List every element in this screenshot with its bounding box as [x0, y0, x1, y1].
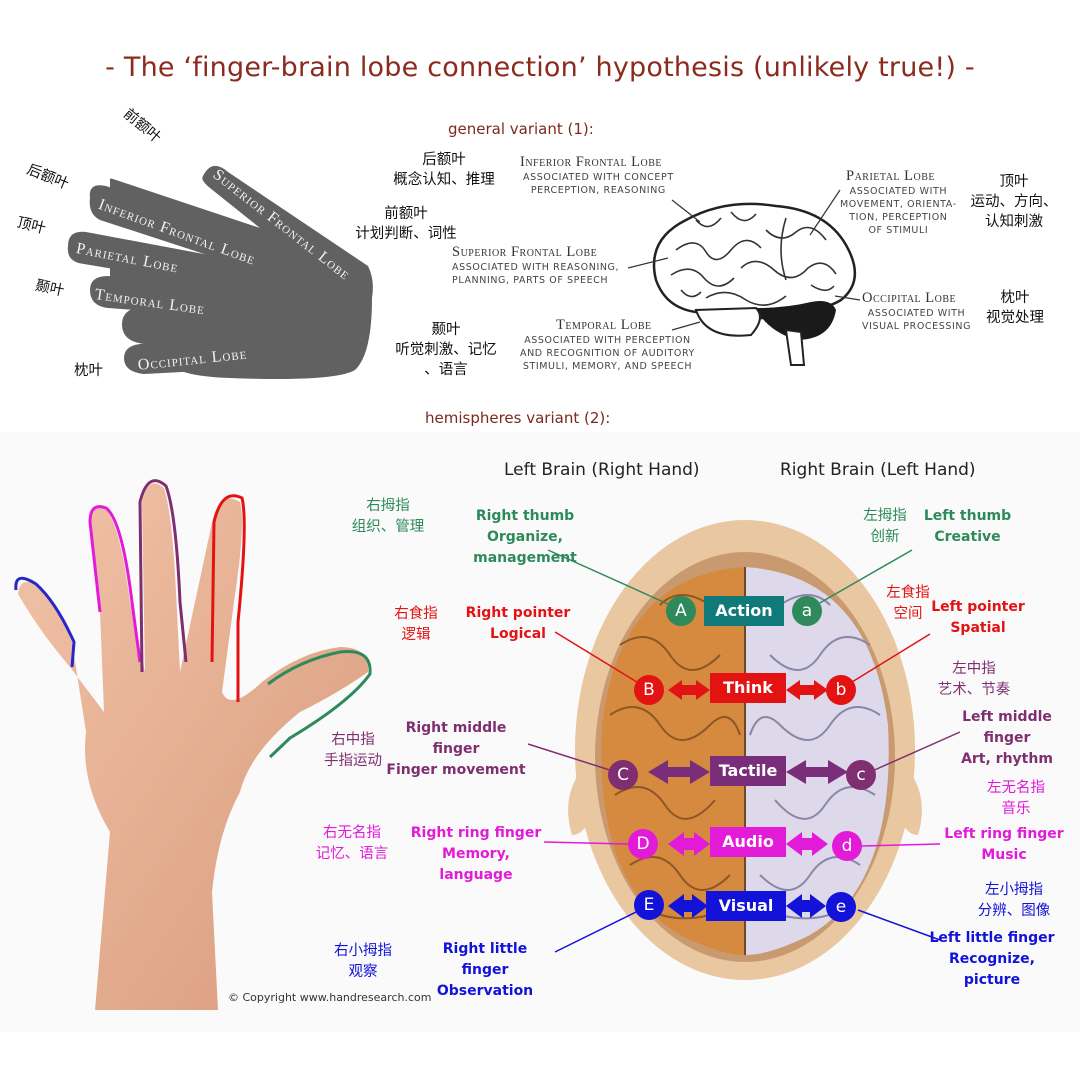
right-pointer-zh: 右食指逻辑 [394, 606, 438, 643]
lobe-parietal: Parietal Lobe Associated withmovement, o… [840, 168, 957, 237]
circle-a: a [792, 596, 822, 626]
left-middle-zh: 左中指艺术、节奏 [937, 661, 1011, 698]
right-thumb-zh: 右拇指组织、管理 [351, 498, 425, 535]
circle-C: C [608, 760, 638, 790]
variant1-leader-lines [627, 189, 861, 331]
lobe-temporal-zh: 颞叶听觉刺激、记忆、语言 [395, 322, 497, 378]
circle-e: e [826, 892, 856, 922]
lobe-temporal-title: Temporal Lobe [556, 317, 652, 333]
left-brain-heading: Left Brain (Right Hand) [504, 460, 700, 480]
gray-hand-fingers [67, 185, 300, 374]
lobe-inferior-title: Inferior Frontal Lobe [520, 154, 663, 170]
circle-D: D [628, 829, 658, 859]
arrow-think [668, 680, 828, 700]
finger-zh-little: 枕叶 [74, 363, 103, 379]
lobe-temporal-desc: Associated with perceptionand recognitio… [520, 335, 695, 372]
hand-photo [14, 479, 372, 1010]
lobe-inferior-zh: 后额叶概念认知、推理 [393, 152, 495, 188]
left-pointer-zh: 左食指空间 [886, 585, 930, 622]
right-middle-zh: 右中指手指运动 [324, 732, 382, 769]
lobe-occipital: Occipital Lobe Associated withvisual pro… [862, 290, 971, 333]
left-ring-zh: 左无名指音乐 [987, 780, 1045, 817]
circle-b: b [826, 675, 856, 705]
lobe-occipital-desc: Associated withvisual processing [862, 308, 972, 332]
lobe-parietal-desc: Associated withmovement, orienta-tion, p… [840, 186, 957, 236]
page-title: - The ‘finger-brain lobe connection’ hyp… [105, 52, 975, 83]
circle-E: E [634, 890, 664, 920]
box-visual: Visual [706, 891, 786, 921]
lobe-temporal: Temporal Lobe Associated with perception… [520, 317, 695, 373]
circle-c: c [846, 760, 876, 790]
lobe-inferior: Inferior Frontal Lobe Associated with co… [520, 154, 674, 197]
right-brain-heading: Right Brain (Left Hand) [780, 460, 976, 480]
right-ring-zh: 右无名指记忆、语言 [315, 825, 389, 862]
circle-B: B [634, 675, 664, 705]
lobe-superior-zh: 前额叶计划判断、词性 [355, 206, 457, 242]
left-little-zh: 左小拇指分辨、图像 [977, 882, 1051, 919]
box-action: Action [704, 596, 784, 626]
lobe-inferior-desc: Associated with conceptperception, reaso… [523, 172, 674, 196]
variant2-connectors [527, 549, 961, 953]
lobe-superior-desc: Associated with reasoning,planning, part… [452, 262, 620, 286]
variant2-heading: hemispheres variant (2): [425, 409, 611, 427]
box-audio: Audio [710, 827, 786, 857]
lobe-occipital-zh: 枕叶视觉处理 [986, 290, 1044, 326]
brain-side-view [652, 202, 857, 366]
circle-d: d [832, 831, 862, 861]
lobe-superior-title: Superior Frontal Lobe [452, 244, 598, 260]
lobe-superior: Superior Frontal Lobe Associated with re… [452, 244, 619, 287]
right-little-zh: 右小拇指观察 [334, 943, 392, 980]
box-tactile: Tactile [710, 756, 786, 786]
variant1-heading: general variant (1): [448, 120, 594, 138]
lobe-occipital-title: Occipital Lobe [862, 290, 957, 306]
lobe-parietal-title: Parietal Lobe [846, 168, 936, 184]
box-think: Think [710, 673, 786, 703]
circle-A: A [666, 596, 696, 626]
left-thumb-zh: 左拇指创新 [863, 508, 907, 545]
copyright-text: © Copyright www.handresearch.com [228, 991, 432, 1004]
lobe-parietal-zh: 顶叶运动、方向、认知刺激 [970, 174, 1058, 230]
